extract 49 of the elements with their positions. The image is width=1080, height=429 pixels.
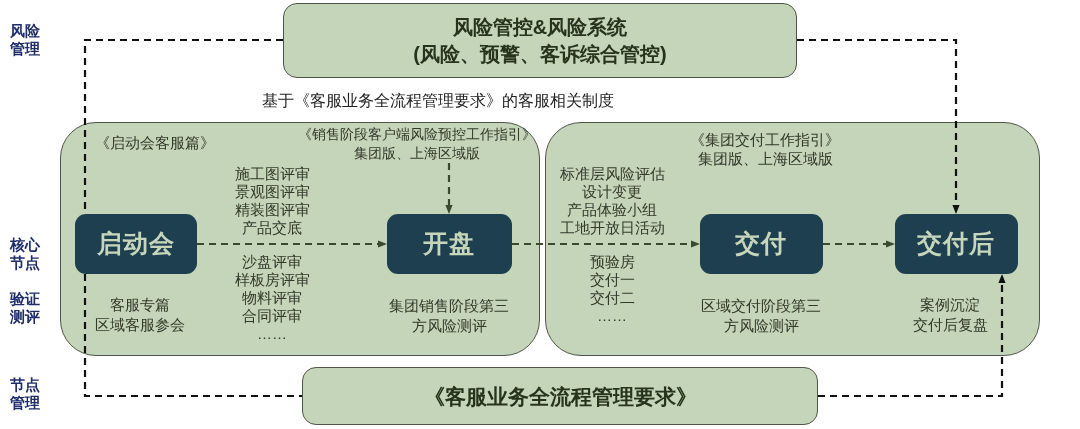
list-item: 预验房: [589, 253, 635, 271]
process-box: 交付后: [894, 213, 1018, 274]
box-title: 风险管控&风险系统: [452, 14, 628, 40]
list-item: 交付一: [589, 271, 635, 289]
list-item: 沙盘评审: [242, 253, 302, 271]
dashed-arrow: [818, 274, 1006, 398]
node-caption: 区域交付阶段第三方风险测评: [700, 296, 822, 336]
list-item: 景观图评审: [234, 183, 310, 201]
list-ellipsis: ……: [257, 325, 287, 343]
node-caption: 区域客服参会: [95, 316, 185, 334]
node-caption: 交付后复盘: [912, 316, 988, 334]
row-label: 风险管理: [10, 22, 41, 58]
list-item: 样板房评审: [234, 271, 310, 289]
node-caption: 集团销售阶段第三方风险测评: [388, 296, 510, 336]
list-item: 工地开放日活动: [559, 219, 665, 237]
list-item: 交付二: [589, 289, 635, 307]
list-item: 合同评审: [242, 307, 302, 325]
list-ellipsis: ……: [597, 307, 627, 325]
list-item: 精装图评审: [234, 201, 310, 219]
list-item: 标准层风险评估: [559, 165, 665, 183]
edition-note: 集团版、上海区域版: [697, 150, 833, 168]
box-subtitle: (风险、预警、客诉综合管控): [413, 41, 667, 67]
row-label: 验证测评: [10, 290, 41, 326]
list-item: 物料评审: [242, 289, 302, 307]
dashed-arrow: [445, 163, 453, 214]
document-title: 《启动会客服篇》: [95, 134, 215, 152]
list-item: 产品体验小组: [567, 201, 657, 219]
dashed-arrow: [823, 240, 895, 248]
stage-panel: [545, 122, 1040, 356]
list-item: 产品交底: [242, 219, 302, 237]
node-caption: 客服专篇: [110, 296, 170, 314]
dashed-arrow: [797, 38, 960, 214]
document-title: 《销售阶段客户端风险预控工作指引》: [297, 124, 536, 144]
dashed-arrow: [512, 240, 700, 248]
row-label: 节点管理: [10, 376, 41, 412]
requirements-box: 《客服业务全流程管理要求》: [302, 367, 818, 425]
process-box: 开盘: [386, 213, 512, 274]
edition-note: 集团版、上海区域版: [353, 143, 480, 163]
dashed-line: [83, 274, 302, 398]
list-item: 施工图评审: [234, 165, 310, 183]
process-box: 交付: [699, 213, 823, 274]
list-item: 设计变更: [582, 183, 642, 201]
stage-panel: [60, 122, 540, 356]
row-label: 核心节点: [10, 236, 41, 272]
node-caption: 案例沉淀: [920, 296, 980, 314]
document-title: 《集团交付工作指引》: [690, 131, 840, 149]
system-box: [283, 3, 797, 78]
process-box: 启动会: [74, 213, 197, 274]
dashed-arrow: [197, 240, 387, 248]
